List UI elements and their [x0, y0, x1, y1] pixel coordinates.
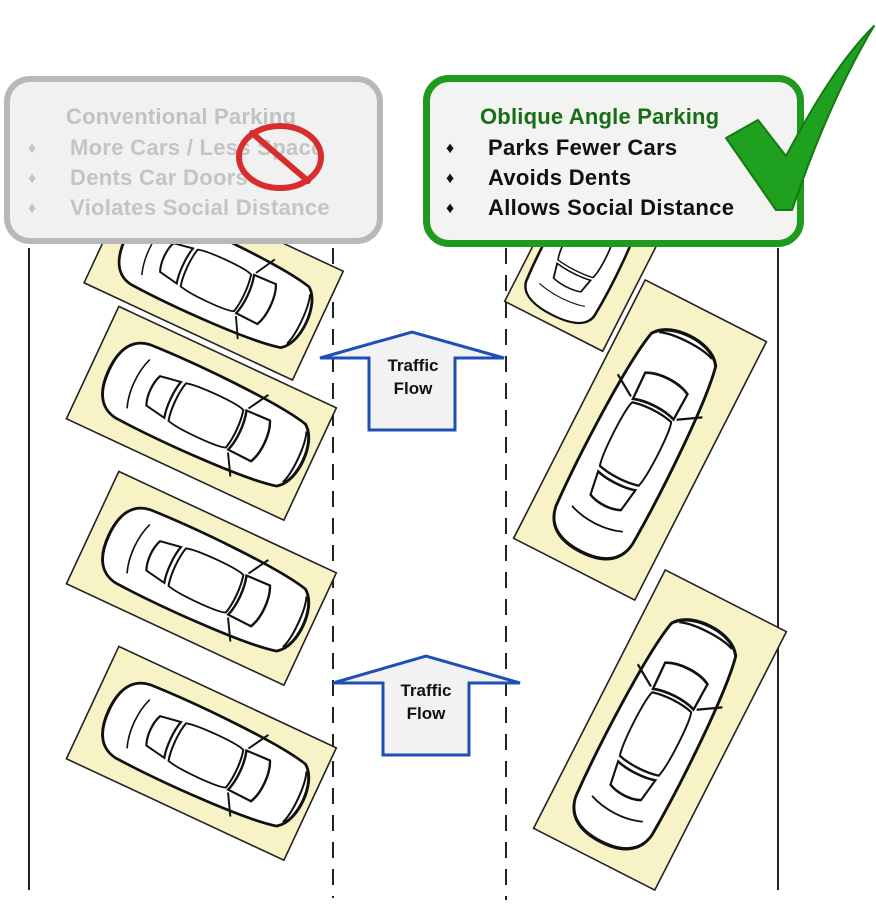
- oblique-parking-list: ♦Parks Fewer Cars ♦Avoids Dents ♦Allows …: [446, 133, 734, 223]
- oblique-stall: [532, 568, 788, 892]
- oblique-stall: [512, 278, 768, 602]
- list-item: ♦Parks Fewer Cars: [446, 135, 678, 160]
- traffic-flow-label: Traffic Flow: [400, 681, 452, 723]
- oblique-parking-box: Oblique Angle Parking ♦Parks Fewer Cars …: [423, 75, 804, 247]
- oblique-parking-title: Oblique Angle Parking: [480, 104, 720, 129]
- conventional-stall: [65, 470, 338, 687]
- checkmark-icon: [725, 25, 875, 211]
- prohibition-icon: [236, 123, 324, 191]
- conventional-parking-box: Conventional Parking ♦More Cars / Less S…: [4, 76, 383, 244]
- conventional-parking-title: Conventional Parking: [66, 104, 297, 129]
- list-item: ♦Violates Social Distance: [28, 195, 330, 220]
- conventional-stall: [65, 305, 338, 522]
- traffic-flow-label: Traffic Flow: [387, 356, 439, 398]
- traffic-flow-arrow: [319, 330, 505, 432]
- list-item: ♦Dents Car Doors: [28, 165, 249, 190]
- list-item: ♦Allows Social Distance: [446, 195, 735, 220]
- conventional-stall: [65, 645, 338, 862]
- traffic-flow-arrow: [332, 654, 521, 757]
- list-item: ♦Avoids Dents: [446, 165, 632, 190]
